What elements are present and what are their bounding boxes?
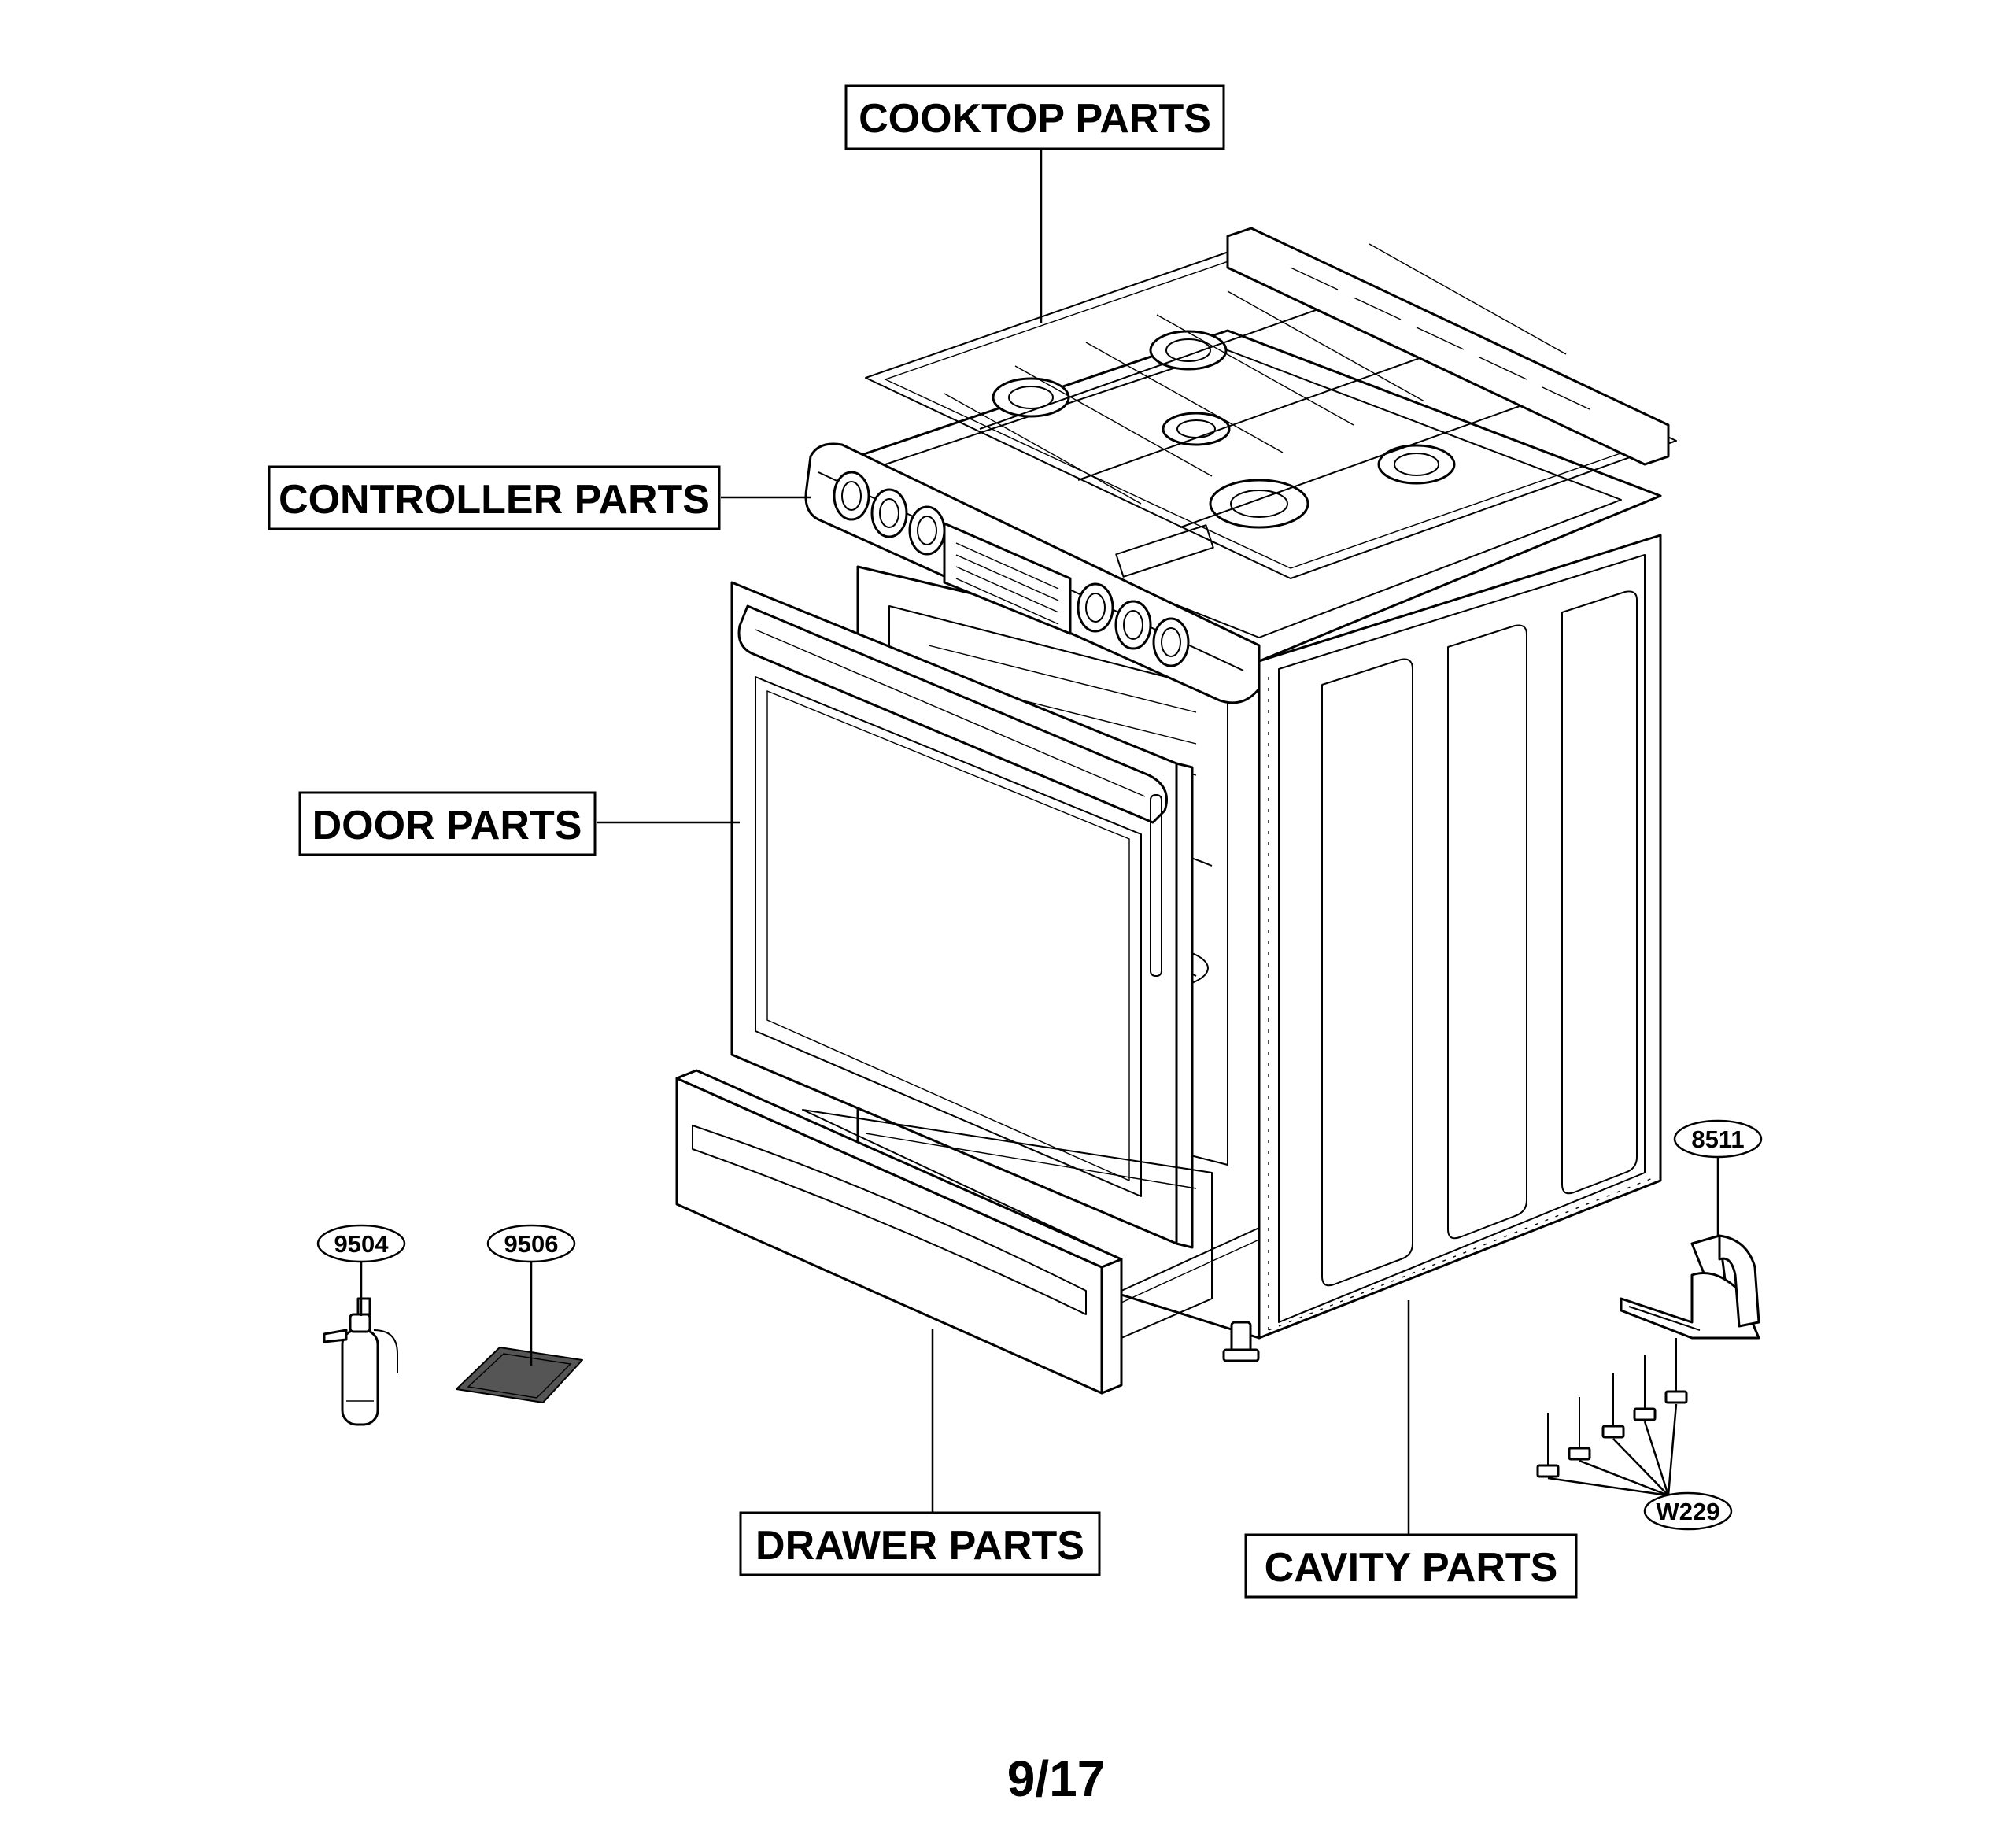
control-panel [804, 442, 1261, 704]
part-number-w229: W229 [1643, 1491, 1733, 1531]
storage-drawer [675, 1069, 1260, 1395]
label-drawer-text: DRAWER PARTS [755, 1523, 1084, 1569]
part-number-9504-text: 9504 [334, 1230, 390, 1258]
part-number-9506-text: 9506 [504, 1230, 559, 1258]
label-controller-text: CONTROLLER PARTS [279, 477, 710, 523]
cooktop-grates [865, 227, 1677, 579]
label-door-text: DOOR PARTS [312, 803, 582, 848]
leader-lines [360, 150, 1719, 1535]
screw-3 [1601, 1373, 1625, 1439]
part-number-9504: 9504 [316, 1224, 406, 1263]
range-illustration [675, 227, 1677, 1395]
cabinet-side-panel [1258, 534, 1662, 1340]
screw-2 [1568, 1397, 1591, 1461]
screw-4 [1633, 1355, 1657, 1421]
label-controller-parts: CONTROLLER PARTS [268, 465, 721, 530]
part-number-9506: 9506 [486, 1224, 576, 1263]
anti-tip-bracket-part [1620, 1234, 1760, 1340]
label-door-parts: DOOR PARTS [298, 791, 597, 856]
spray-bottle-part [323, 1297, 398, 1426]
screw-5 [1664, 1338, 1688, 1404]
oven-door [730, 581, 1194, 1249]
label-cooktop-parts: COOKTOP PARTS [844, 84, 1225, 150]
label-cavity-text: CAVITY PARTS [1265, 1545, 1558, 1591]
part-number-w229-text: W229 [1657, 1498, 1720, 1525]
cleaning-pad-part [456, 1347, 583, 1403]
label-cavity-parts: CAVITY PARTS [1244, 1533, 1578, 1599]
part-number-8511-text: 8511 [1691, 1125, 1744, 1153]
label-cooktop-text: COOKTOP PARTS [859, 96, 1211, 142]
page-number: 9/17 [1007, 1750, 1106, 1807]
screw-1 [1536, 1413, 1560, 1478]
part-number-8511: 8511 [1673, 1119, 1763, 1159]
screws-w229-part [1536, 1338, 1688, 1478]
label-drawer-parts: DRAWER PARTS [739, 1511, 1101, 1576]
